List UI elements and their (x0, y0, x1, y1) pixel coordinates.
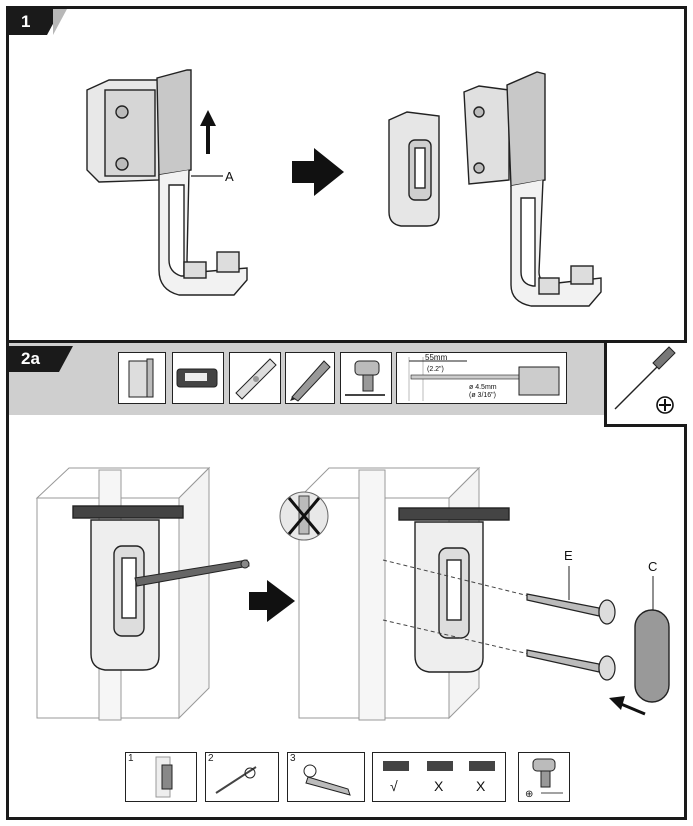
tool-pencil (285, 352, 335, 404)
bracket-on-wall-right (398, 507, 510, 673)
bracket-separated (388, 71, 602, 307)
bracket-on-wall-left (72, 505, 184, 671)
step-2a-tab: 2a (9, 346, 73, 372)
screw-upper (526, 593, 616, 625)
mini-step-2: 2 (205, 752, 279, 802)
section-divider (6, 340, 687, 343)
tool-spirit-level (229, 352, 281, 404)
drill-depth: 55mm (425, 353, 448, 362)
cover-cap (634, 609, 670, 703)
step-1-number: 1 (9, 9, 47, 35)
step-2a-number: 2a (9, 346, 59, 372)
drill-bit-diameter: ø 4.5mm (469, 384, 497, 391)
label-e: E (564, 548, 573, 563)
level-bad-mark-2: X (476, 778, 486, 794)
right-arrow-icon (249, 580, 295, 622)
level-ok-mark: √ (390, 778, 398, 794)
step-2a-illustration: E C (35, 466, 670, 721)
label-a: A (225, 169, 234, 184)
phillips-screwdriver-icon (614, 346, 676, 414)
tool-level-block (172, 352, 224, 404)
svg-text:⊕: ⊕ (525, 789, 533, 800)
tool-drill-bit-spec: 55mm (2.2") ø 4.5mm (ø 3/16") (396, 352, 567, 404)
screwdriver-box (604, 343, 687, 427)
drill-icon: ⊕ (525, 758, 563, 800)
level-bad-mark-1: X (434, 778, 444, 794)
mini-step-3: 3 (287, 752, 365, 802)
no-wall-plug-icon (279, 491, 329, 541)
tool-drill (340, 352, 392, 404)
step-1-illustration: A (86, 69, 602, 307)
tool-bracket (118, 352, 166, 404)
pencil-marking (134, 559, 250, 587)
drill-bit-diameter-in: (ø 3/16") (469, 392, 496, 399)
label-c: C (648, 559, 657, 574)
level-check-box: √ X X (372, 752, 506, 802)
mini-drill: ⊕ (518, 752, 570, 802)
drill-depth-in: (2.2") (427, 366, 444, 373)
right-arrow-icon (292, 148, 344, 196)
screw-lower (526, 649, 616, 681)
bracket-assembled (86, 69, 248, 296)
left-arrow-icon (609, 696, 646, 716)
mini-step-1: 1 (125, 752, 197, 802)
step-1-tab: 1 (9, 9, 67, 35)
up-arrow-icon (200, 110, 216, 154)
